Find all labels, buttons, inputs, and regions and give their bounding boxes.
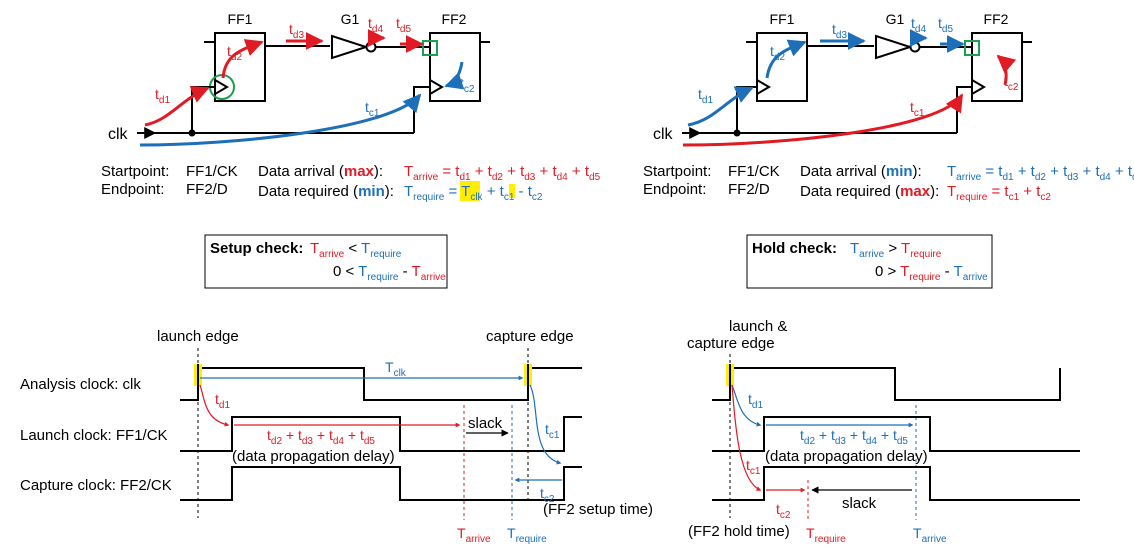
- svg-text:tc1: tc1: [365, 99, 380, 119]
- svg-text:Trequire = tc1 + tc2: Trequire = tc1 + tc2: [947, 183, 1051, 203]
- svg-text:clk: clk: [653, 126, 674, 143]
- svg-text:tc1: tc1: [910, 99, 925, 119]
- svg-text:FF1: FF1: [770, 11, 795, 27]
- ff1-clock-triangle: [214, 79, 229, 95]
- svg-text:Tclk: Tclk: [385, 359, 407, 379]
- svg-text:Data arrival (max):: Data arrival (max):: [258, 163, 383, 180]
- svg-text:td2 + td3 + td4 + td5: td2 + td3 + td4 + td5: [800, 427, 908, 447]
- svg-text:0 > Trequire - Tarrive: 0 > Trequire - Tarrive: [875, 263, 988, 283]
- setup-startpoint-label: Startpoint:: [101, 163, 169, 180]
- svg-text:Startpoint:: Startpoint:: [643, 163, 711, 180]
- svg-text:0 < Trequire - Tarrive: 0 < Trequire - Tarrive: [333, 263, 446, 283]
- setup-endpoint-label: Endpoint:: [101, 181, 164, 198]
- svg-text:tc2: tc2: [1004, 73, 1019, 93]
- setup-schematic: FF1 G1 FF2 clk td1 td2 td3 td4: [108, 11, 490, 147]
- svg-text:Endpoint:: Endpoint:: [643, 181, 706, 198]
- svg-text:td1: td1: [748, 391, 763, 411]
- svg-text:td5: td5: [938, 15, 953, 35]
- hold-schematic: FF1 G1 FF2 clk td1 td2 td3 td4 td5 tc1 t: [653, 11, 1032, 147]
- svg-text:td1: td1: [698, 86, 713, 106]
- setup-endpoint-value: FF2/D: [186, 181, 228, 198]
- svg-text:Data arrival (min):: Data arrival (min):: [800, 163, 922, 180]
- svg-text:Launch clock: FF1/CK: Launch clock: FF1/CK: [20, 427, 168, 444]
- svg-text:Setup check:: Setup check:: [210, 240, 303, 257]
- svg-text:Capture clock: FF2/CK: Capture clock: FF2/CK: [20, 477, 172, 494]
- setup-equations: Startpoint: FF1/CK Endpoint: FF2/D Data …: [101, 163, 601, 203]
- svg-text:td4: td4: [911, 15, 926, 35]
- clk-label: clk: [108, 126, 129, 143]
- svg-text:Tarrive: Tarrive: [457, 525, 491, 545]
- svg-text:slack: slack: [842, 495, 877, 512]
- hold-timing: launch & capture edge td1 td2 + td3 + td…: [687, 318, 1080, 545]
- svg-text:Data required (min):: Data required (min):: [258, 183, 394, 200]
- g1-label: G1: [341, 11, 360, 27]
- ff2-clock-triangle: [429, 79, 444, 95]
- setup-startpoint-value: FF1/CK: [186, 163, 238, 180]
- svg-text:FF2: FF2: [984, 11, 1009, 27]
- svg-text:Tarrive < Trequire: Tarrive < Trequire: [310, 240, 402, 260]
- svg-text:FF2/D: FF2/D: [728, 181, 770, 198]
- svg-text:td5: td5: [396, 15, 411, 35]
- svg-text:capture edge: capture edge: [687, 335, 775, 352]
- svg-text:slack: slack: [468, 415, 503, 432]
- hold-equations: Startpoint: FF1/CK Endpoint: FF2/D Data …: [643, 163, 1134, 203]
- svg-text:(FF2 hold time): (FF2 hold time): [688, 523, 790, 540]
- svg-text:Analysis clock: clk: Analysis clock: clk: [20, 376, 141, 393]
- svg-text:Tarrive: Tarrive: [913, 525, 947, 545]
- svg-text:launch edge: launch edge: [157, 328, 239, 345]
- svg-text:Tarrive > Trequire: Tarrive > Trequire: [850, 240, 942, 260]
- svg-text:Tarrive = td1 + td2 + td3 + td: Tarrive = td1 + td2 + td3 + td4 + td5: [404, 163, 601, 183]
- svg-text:tc1: tc1: [545, 421, 560, 441]
- svg-text:Data required (max):: Data required (max):: [800, 183, 939, 200]
- ff1-box: [214, 32, 266, 102]
- svg-text:(data propagation delay): (data propagation delay): [232, 448, 395, 465]
- svg-text:tc1: tc1: [746, 457, 761, 477]
- svg-text:(data propagation delay): (data propagation delay): [765, 448, 928, 465]
- ff2-box: [429, 32, 481, 102]
- svg-text:G1: G1: [886, 11, 905, 27]
- hold-check-box: Hold check: Tarrive > Trequire 0 > Trequ…: [746, 234, 993, 289]
- svg-text:Tarrive = td1 + td2 + td3 + td: Tarrive = td1 + td2 + td3 + td4 + td5: [947, 163, 1134, 183]
- ff1-label: FF1: [228, 11, 253, 27]
- svg-text:launch &: launch &: [729, 318, 787, 335]
- svg-text:td1: td1: [215, 391, 230, 411]
- svg-text:Hold check:: Hold check:: [752, 240, 837, 257]
- svg-text:(FF2 setup time): (FF2 setup time): [543, 501, 653, 518]
- svg-text:td3: td3: [832, 21, 847, 41]
- svg-text:td2 + td3 + td4 + td5: td2 + td3 + td4 + td5: [267, 427, 375, 447]
- svg-text:td1: td1: [155, 86, 170, 106]
- g1-inverter: [331, 34, 370, 60]
- svg-text:td3: td3: [289, 21, 304, 41]
- svg-text:td4: td4: [368, 15, 383, 35]
- svg-text:Trequire: Trequire: [507, 525, 547, 545]
- svg-text:capture edge: capture edge: [486, 328, 574, 345]
- svg-text:tc2: tc2: [776, 501, 791, 521]
- setup-check-box: Setup check: Tarrive < Trequire 0 < Treq…: [204, 234, 448, 289]
- svg-text:tc2: tc2: [460, 75, 475, 95]
- setup-timing: launch edge capture edge Analysis clock:…: [20, 328, 653, 545]
- svg-text:FF1/CK: FF1/CK: [728, 163, 780, 180]
- svg-text:Trequire: Trequire: [806, 525, 846, 545]
- ff2-label: FF2: [442, 11, 467, 27]
